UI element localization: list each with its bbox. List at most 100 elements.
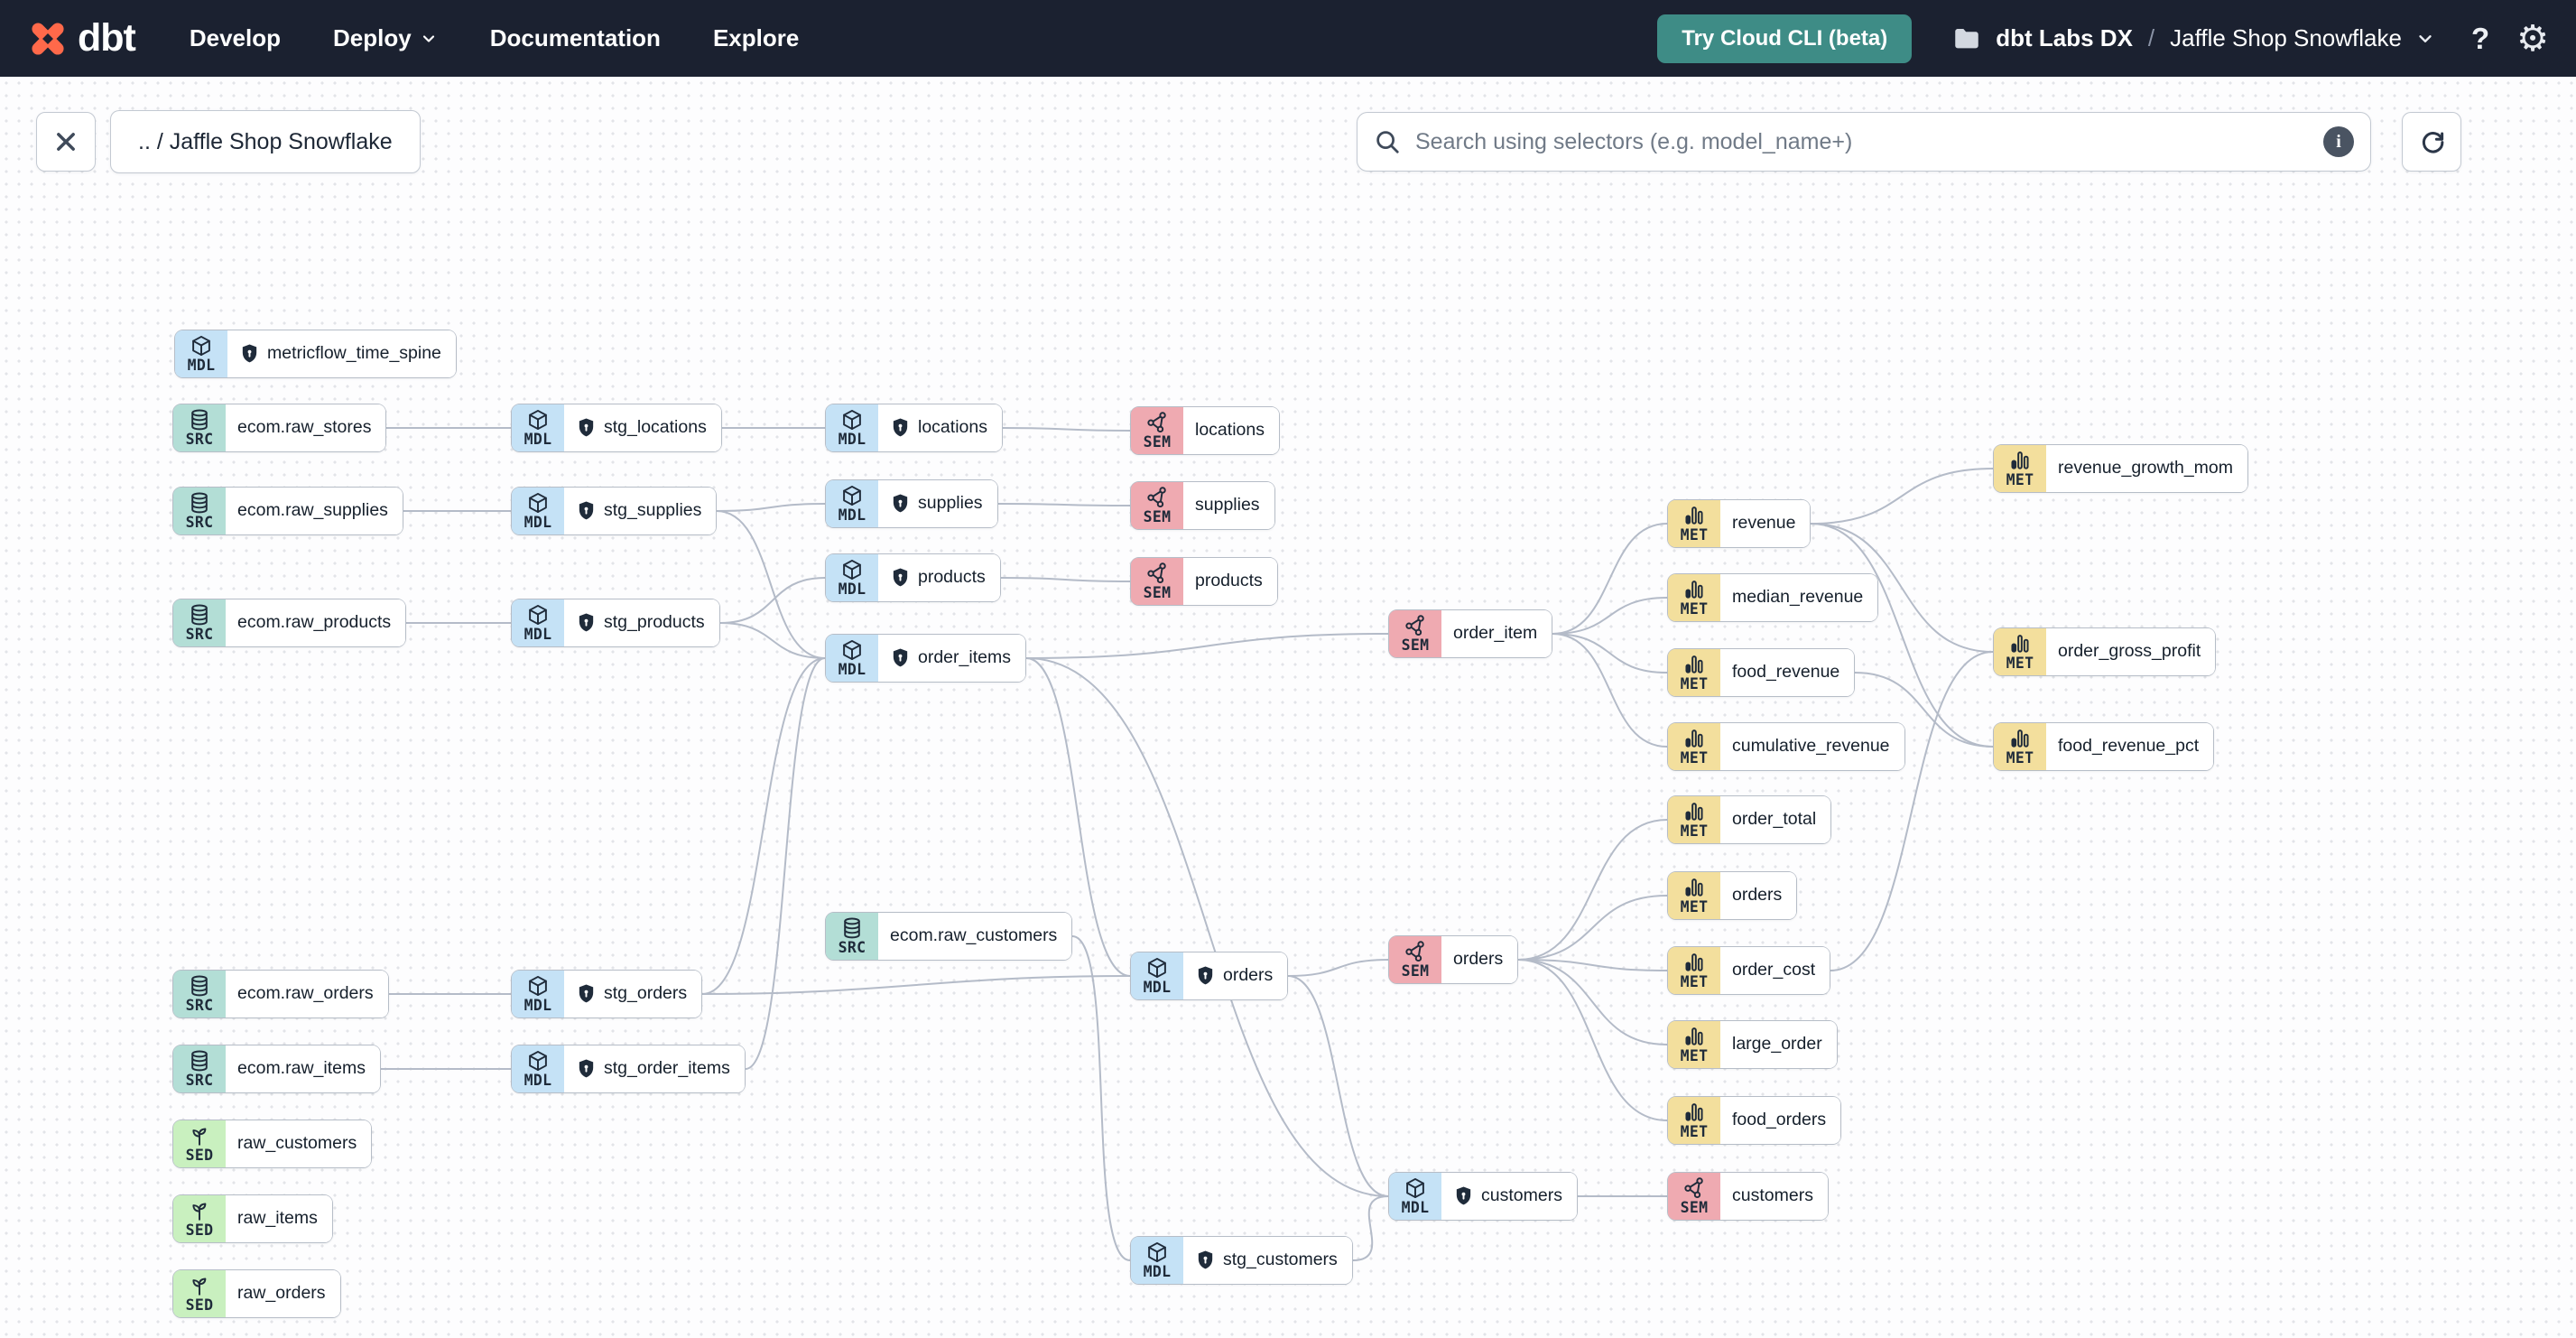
node-label: products [918,567,986,588]
search-input[interactable] [1413,127,2311,156]
node-label: food_revenue_pct [2058,736,2200,757]
brand-name: dbt [78,16,136,60]
met-badge: MET [1668,796,1720,843]
metric-bars-icon [2008,727,2032,750]
src-badge: SRC [173,1045,226,1092]
model-cube-icon [840,484,864,507]
dbt-logo[interactable]: dbt [27,16,136,60]
gear-icon[interactable]: ⚙ [2516,17,2549,60]
node-label: cumulative_revenue [1732,736,1890,757]
node-type-label: SRC [185,626,214,644]
node-label: revenue_growth_mom [2058,458,2234,479]
graph-node-ecom.raw_items[interactable]: SRC ecom.raw_items [172,1045,381,1093]
node-body: ecom.raw_orders [226,971,388,1017]
account-name[interactable]: dbt Labs DX [1996,24,2133,51]
nav-item-deploy[interactable]: Deploy [333,24,438,52]
node-body: orders [1720,872,1797,919]
help-icon[interactable]: ? [2470,21,2490,55]
refresh-icon [2418,128,2445,155]
src-badge: SRC [173,404,226,451]
node-label: stg_products [604,612,705,633]
src-badge: SRC [173,488,226,534]
lineage-breadcrumb[interactable]: .. / Jaffle Shop Snowflake [110,110,421,173]
node-body: order_items [878,635,1025,682]
nav-item-develop[interactable]: Develop [189,24,282,51]
chevron-down-icon [420,30,438,48]
src-badge: SRC [173,599,226,646]
node-type-label: MET [1680,1123,1709,1141]
node-label: raw_orders [237,1283,326,1304]
model-cube-icon [1145,1240,1169,1264]
node-body: ecom.raw_customers [878,913,1072,960]
node-type-label: MET [1680,675,1709,693]
refresh-lineage-button[interactable] [2402,112,2461,172]
node-label: ecom.raw_items [237,1058,366,1079]
seed-sprout-icon [188,1274,211,1297]
metric-bars-icon [1682,1101,1706,1124]
info-icon[interactable]: i [2323,126,2354,157]
node-body: raw_items [226,1195,332,1242]
node-body: order_gross_profit [2046,628,2216,675]
chevron-down-icon[interactable] [2415,29,2435,49]
node-body: ecom.raw_stores [226,404,386,451]
node-type-label: MDL [1143,979,1172,997]
node-type-label: MET [1680,973,1709,991]
node-label: order_gross_profit [2058,641,2201,662]
search-icon [1374,128,1401,155]
nav-item-documentation[interactable]: Documentation [489,24,661,51]
close-lineage-button[interactable] [36,112,96,172]
model-cube-icon [526,603,550,627]
lineage-edges [380,426,1994,1261]
try-cloud-cli-button[interactable]: Try Cloud CLI (beta) [1657,14,1913,63]
node-body: raw_orders [226,1270,340,1317]
project-name[interactable]: Jaffle Shop Snowflake [2170,24,2402,51]
semantic-model-icon [1682,1176,1706,1200]
nav-item-explore[interactable]: Explore [712,24,800,51]
shield-icon [890,567,911,590]
model-cube-icon [190,334,213,358]
semantic-model-icon [1145,486,1169,509]
src-badge: SRC [826,913,878,960]
met-badge: MET [1668,1021,1720,1068]
